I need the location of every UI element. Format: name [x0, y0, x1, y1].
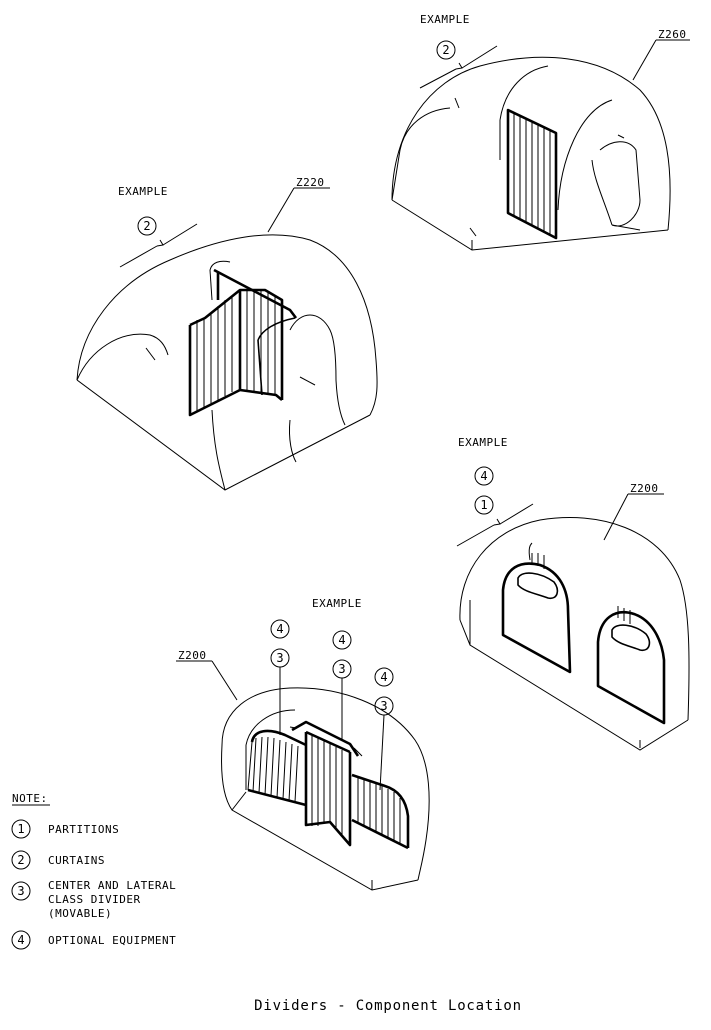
- callout-number: 2: [442, 43, 449, 57]
- callout-bubble-bl-3: 3: [270, 648, 290, 668]
- callout-bubble-bm-3: 3: [332, 659, 352, 679]
- callout-bubble-tr-2: 2: [436, 40, 456, 60]
- note-number: 1: [17, 822, 24, 836]
- example-label-z260: EXAMPLE: [420, 13, 470, 26]
- callout-bubble-bl-4: 4: [270, 619, 290, 639]
- zone-leader: [211, 660, 238, 701]
- lateral-divider-right: [351, 773, 410, 850]
- cabin-view-z260: EXAMPLE 2 Z260: [391, 13, 690, 251]
- example-label-z220: EXAMPLE: [118, 185, 168, 198]
- section-brace-z260: [419, 45, 498, 89]
- note-item-4: 4 OPTIONAL EQUIPMENT: [11, 930, 176, 950]
- fuselage-section-z200-bottom: [221, 687, 430, 891]
- example-label-z200-right: EXAMPLE: [458, 436, 508, 449]
- callout-number: 3: [338, 662, 345, 676]
- zone-label-z200-right: Z200: [630, 482, 659, 495]
- note-item-3: 3 CENTER AND LATERAL CLASS DIVIDER (MOVA…: [11, 879, 176, 920]
- note-item-2: 2 CURTAINS: [11, 850, 105, 870]
- fuselage-section-z220: [76, 234, 378, 491]
- callout-bubble-bm-4: 4: [332, 630, 352, 650]
- curtain-z220: [188, 268, 298, 417]
- zone-leader: [603, 493, 629, 541]
- notes-legend: NOTE: 1 PARTITIONS 2 CURTAINS 3 CENTER A…: [11, 792, 176, 950]
- note-text-line-2: CLASS DIVIDER: [48, 893, 141, 906]
- callout-number: 4: [480, 469, 487, 483]
- callout-number: 4: [338, 633, 345, 647]
- note-number: 2: [17, 853, 24, 867]
- fuselage-section-z200-right: [459, 517, 690, 751]
- partition-2: [596, 611, 666, 725]
- callout-number: 1: [480, 498, 487, 512]
- example-label-z200-bottom: EXAMPLE: [312, 597, 362, 610]
- diagram-title: Dividers - Component Location: [254, 998, 522, 1014]
- callout-bubble-left-2: 2: [137, 216, 157, 236]
- callout-number: 3: [380, 699, 387, 713]
- note-text-line-1: CENTER AND LATERAL: [48, 879, 176, 892]
- callout-bubble-br-4: 4: [374, 667, 394, 687]
- callout-bubble-right-1: 1: [474, 495, 494, 515]
- note-number: 4: [17, 933, 24, 947]
- cabin-view-z220: EXAMPLE 2 Z220: [76, 176, 378, 491]
- callout-leader-br: [379, 714, 385, 791]
- section-brace-z220: [119, 223, 198, 268]
- note-text: PARTITIONS: [48, 823, 119, 836]
- zone-label-z260: Z260: [658, 28, 687, 41]
- zone-leader: [632, 39, 657, 81]
- section-brace-z200-right: [456, 503, 534, 547]
- callout-number: 4: [380, 670, 387, 684]
- callout-number: 3: [276, 651, 283, 665]
- note-text: CURTAINS: [48, 854, 105, 867]
- callout-number: 4: [276, 622, 283, 636]
- fuselage-section-z260: [391, 56, 671, 251]
- callout-bubble-br-3: 3: [374, 696, 394, 716]
- note-text: OPTIONAL EQUIPMENT: [48, 934, 176, 947]
- partition-1: [501, 562, 572, 674]
- curtain-z260: [506, 108, 558, 240]
- cabin-view-z200-partitions: EXAMPLE 4 1 Z200: [456, 436, 690, 751]
- zone-leader: [267, 187, 295, 233]
- note-heading: NOTE:: [12, 792, 48, 805]
- lateral-divider-left: [247, 729, 307, 807]
- zone-label-z200-bottom: Z200: [178, 649, 207, 662]
- center-divider: [289, 720, 363, 847]
- note-number: 3: [17, 884, 24, 898]
- zone-label-z220: Z220: [296, 176, 325, 189]
- cabin-view-z200-dividers: EXAMPLE 4 3 4 3 4 3 Z200: [176, 597, 430, 891]
- callout-bubble-right-4: 4: [474, 466, 494, 486]
- note-item-1: 1 PARTITIONS: [11, 819, 119, 839]
- note-text-line-3: (MOVABLE): [48, 907, 112, 920]
- callout-number: 2: [143, 219, 150, 233]
